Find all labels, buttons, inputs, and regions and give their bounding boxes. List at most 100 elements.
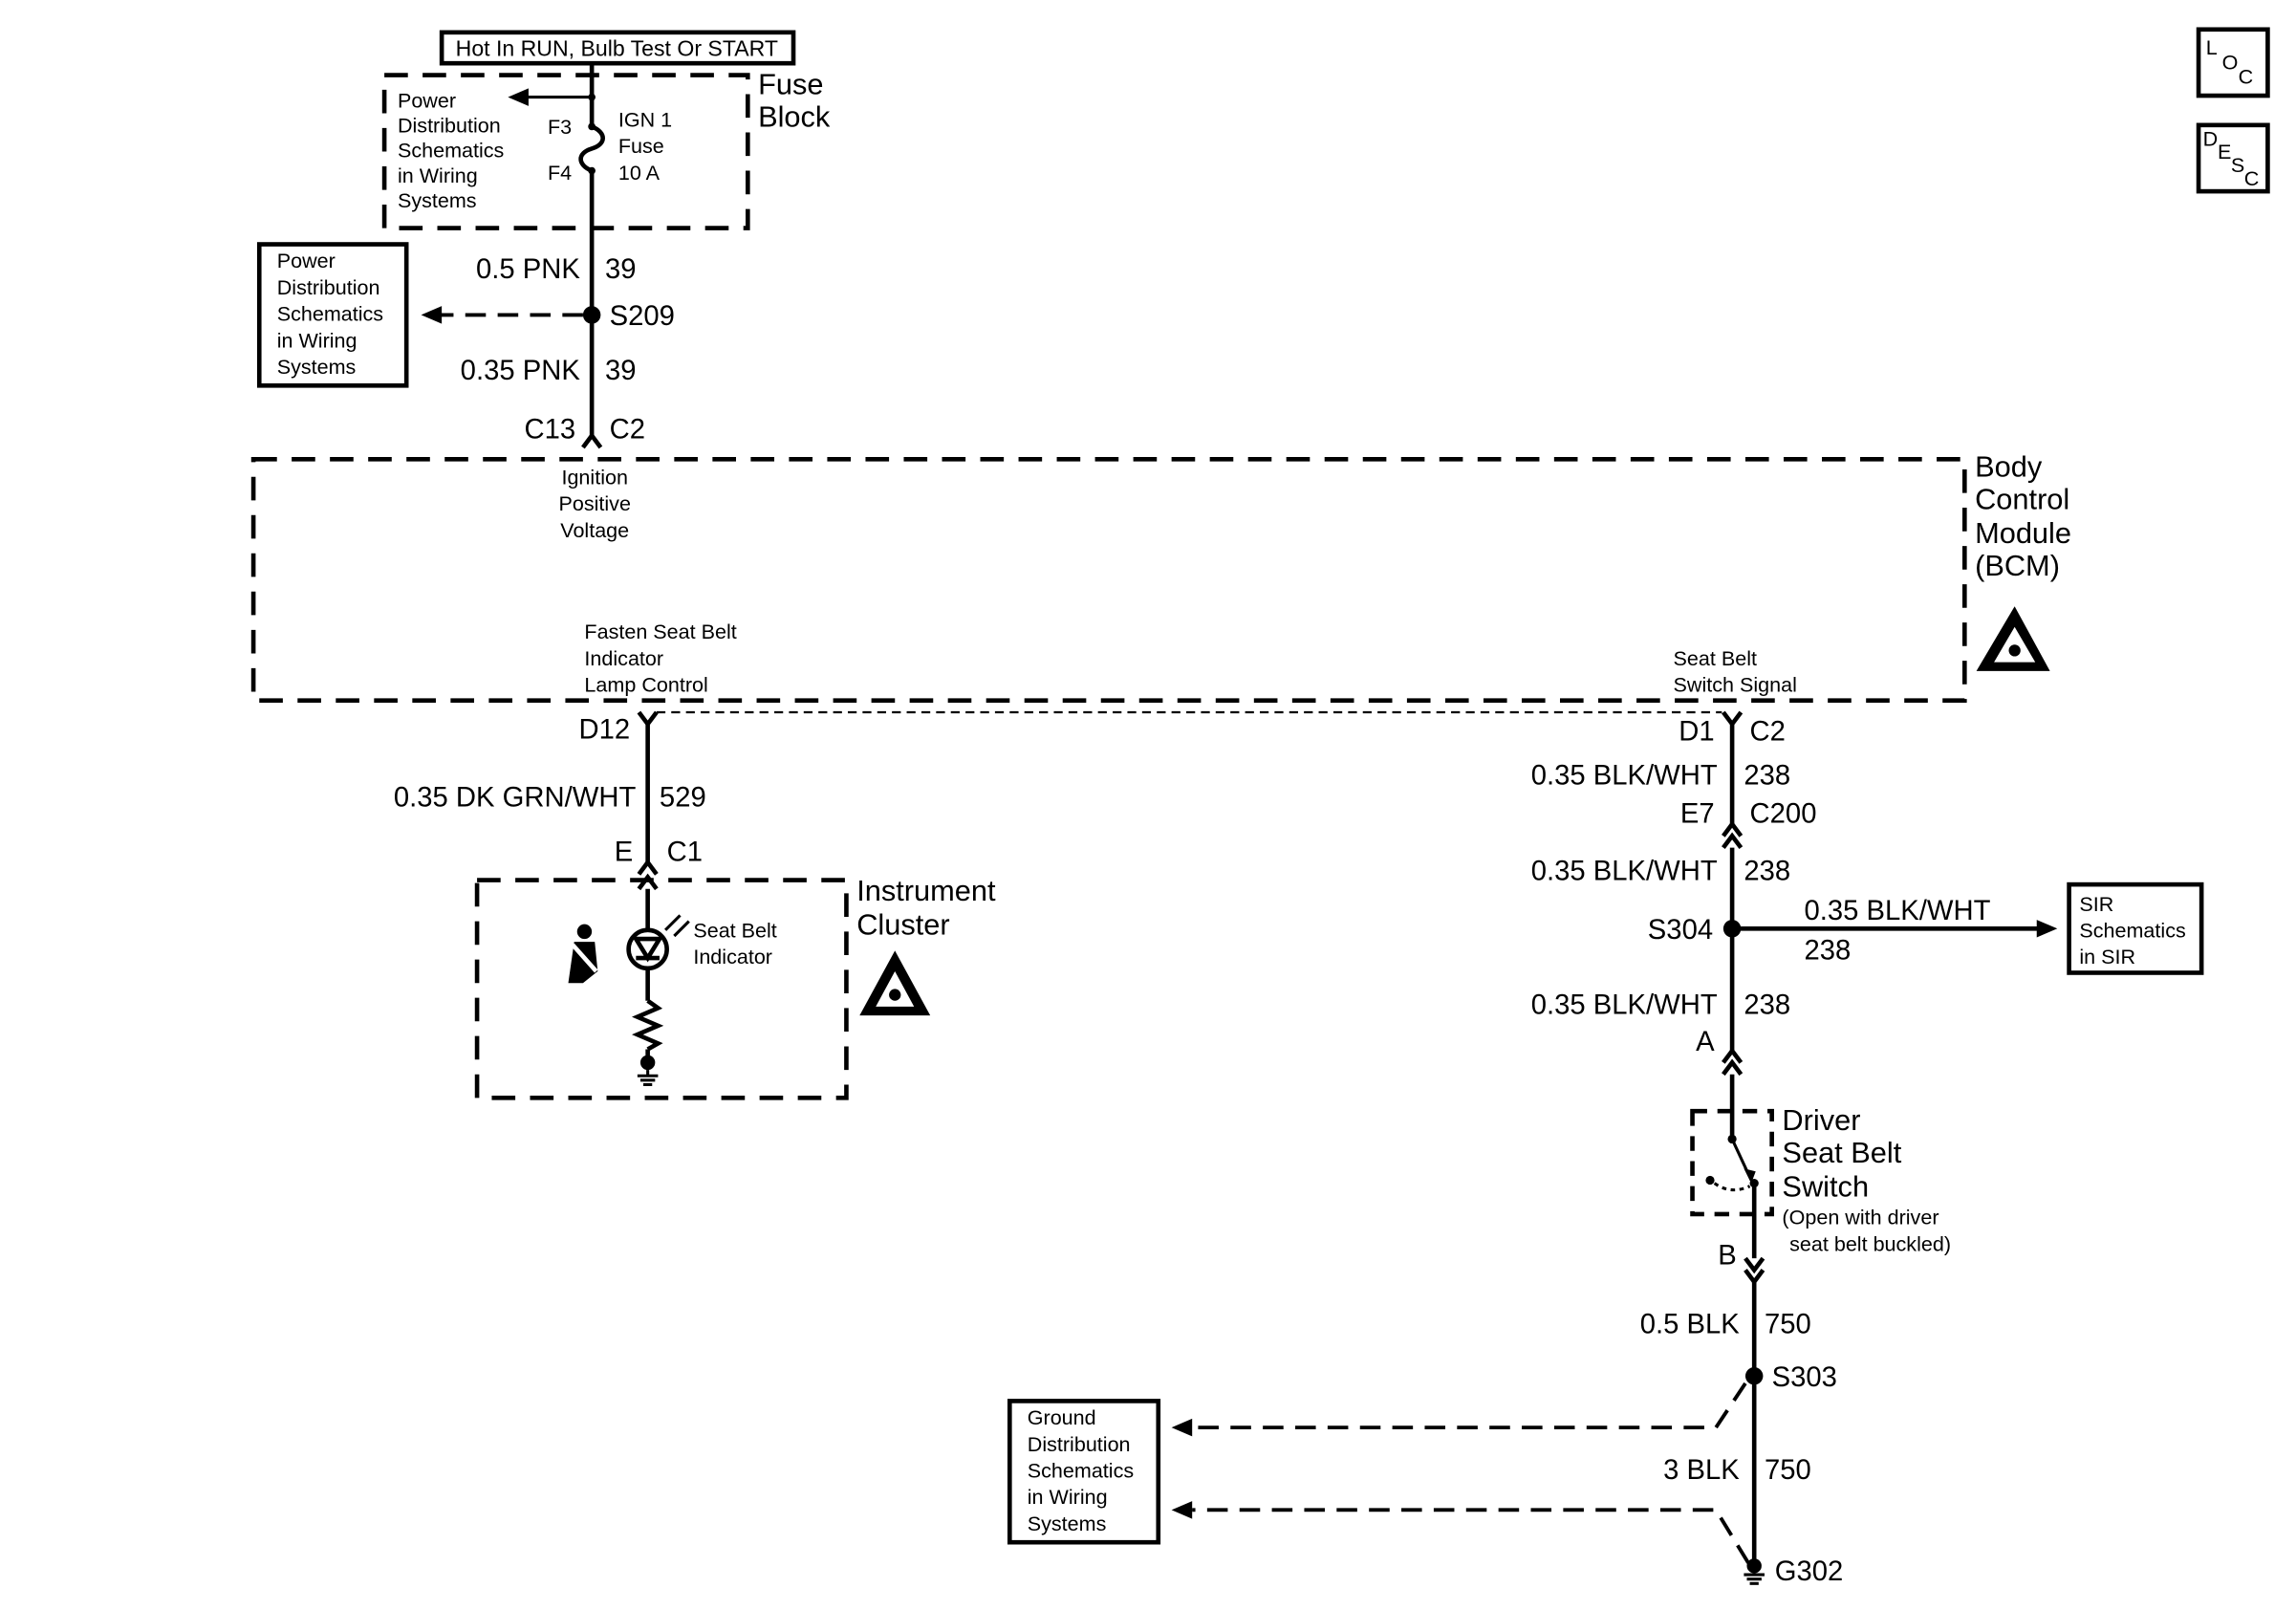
power-ref-line: in Wiring [277,328,357,352]
fuse-block-power-ref[interactable]: Power Distribution Schematics in Wiring … [398,88,504,212]
svg-text:Fasten Seat Belt: Fasten Seat Belt [584,620,736,643]
svg-text:Distribution: Distribution [398,114,501,138]
fuse-pin-f3: F3 [548,115,572,139]
desc-icon[interactable]: D E S C [2196,122,2270,194]
wire-39-b-size: 0.35 PNK [461,356,581,386]
wire-238-c-size: 0.35 BLK/WHT [1531,990,1718,1021]
bcm-outline [250,456,1967,704]
ground-ref-line: Schematics [1028,1458,1134,1482]
inline-pin-e7: E7 [1680,798,1715,829]
switch-note-2: seat belt buckled) [1789,1231,1951,1255]
connector-icon [637,859,659,876]
svg-text:Switch: Switch [1782,1169,1869,1203]
ground-ref-line: in Wiring [1028,1485,1108,1509]
bcm-title: Body Control Module (BCM) [1975,450,2071,582]
right-pin-d1: D1 [1679,716,1714,747]
wire-529-size: 0.35 DK GRN/WHT [394,783,637,814]
indicator-lamp-icon [626,927,669,971]
splice-s304-label: S304 [1648,915,1713,946]
ground-g302-label: G302 [1775,1556,1844,1587]
instrument-cluster-outline [474,878,849,1100]
bcm-ignition-label: Ignition Positive Voltage [558,465,630,541]
indicator-label-2: Indicator [693,945,772,968]
svg-text:Voltage: Voltage [560,518,629,542]
svg-text:L: L [2206,35,2218,59]
wire-529-circuit: 529 [660,783,706,814]
switch-title: Driver Seat Belt Switch [1782,1103,1901,1203]
ground-ref-box[interactable] [1007,1399,1161,1545]
power-ref-box[interactable] [256,242,409,388]
light-rays-icon [664,914,690,938]
svg-text:C: C [2239,65,2254,89]
indicator-label: Seat Belt [693,919,776,943]
svg-text:Switch Signal: Switch Signal [1674,672,1797,696]
power-ref-line: Systems [277,355,357,379]
svg-text:Ignition: Ignition [561,465,627,489]
connector-icon [581,431,603,449]
fuse-block-outline [381,73,750,230]
svg-text:C: C [2244,166,2260,190]
ground-ref-line: Ground [1028,1405,1096,1429]
inline-conn-c200: C200 [1750,798,1817,829]
wire-238-c-circuit: 238 [1744,990,1790,1021]
switch-note: (Open with driver [1782,1206,1939,1229]
wire-750-b-size: 3 BLK [1663,1455,1740,1486]
ground-ref-line: Distribution [1028,1432,1131,1456]
loc-icon[interactable]: L O C [2196,27,2270,98]
connector-icon [1744,1256,1765,1274]
power-ref-line: Distribution [277,275,380,299]
power-ref-line: Schematics [277,302,383,326]
svg-text:Seat Belt: Seat Belt [1674,646,1757,670]
svg-text:Body: Body [1975,450,2043,484]
fuse-label-2: Fuse [618,134,664,158]
svg-text:E: E [2218,140,2231,163]
splice-s303 [1744,1367,1764,1385]
connector-icon [1744,1269,1765,1286]
wire-750-a-size: 0.5 BLK [1640,1310,1741,1340]
connector-icon [637,710,659,729]
sir-wire-size: 0.35 BLK/WHT [1805,896,1991,926]
sir-wire-circuit: 238 [1805,936,1852,967]
seatbelt-person-icon [568,924,598,984]
connector-icon [637,873,659,891]
connector-icon [1722,1058,1744,1077]
left-pin-d12: D12 [579,715,631,746]
wire-238-b-size: 0.35 BLK/WHT [1531,857,1718,887]
connector-icon [1722,1047,1744,1064]
svg-text:in Wiring: in Wiring [398,163,478,187]
svg-text:Instrument: Instrument [856,874,996,907]
bcm-conn-c2: C2 [610,415,645,446]
switch-pin-a: A [1696,1027,1715,1057]
arrow-left-icon [508,88,529,106]
connector-icon [1722,820,1744,838]
ground-icon [1744,1573,1765,1585]
arrow-right-icon [2036,920,2058,938]
resistor-icon [631,998,664,1052]
right-conn-c2: C2 [1750,716,1786,747]
wire-750-a-circuit: 750 [1765,1310,1811,1340]
wire-750-b-circuit: 750 [1765,1455,1811,1486]
supply-label: Hot In RUN, Bulb Test Or START [456,35,778,60]
connector-icon [1722,832,1744,850]
fuse-label-3: 10 A [618,161,661,185]
esd-warning-icon [859,950,931,1016]
ic-pin-e: E [615,837,634,867]
sir-ref-line: SIR [2079,892,2113,916]
connector-icon [1722,710,1744,729]
power-ref-line: Power [277,249,336,272]
wire-238-a-size: 0.35 BLK/WHT [1531,760,1718,791]
fuse-icon [578,124,605,173]
sir-ref-line: Schematics [2079,919,2185,943]
wire-39-a-circuit: 39 [605,254,637,285]
instrument-cluster-title: Instrument Cluster [856,874,996,941]
splice-s209-label: S209 [610,301,675,332]
svg-text:Seat Belt: Seat Belt [1782,1136,1901,1169]
ground-icon [637,1070,659,1087]
switch-pin-b: B [1718,1240,1737,1271]
svg-text:Systems: Systems [398,188,477,212]
svg-text:O: O [2222,50,2239,74]
fuse-block-title-2: Block [758,99,831,133]
svg-text:Driver: Driver [1782,1103,1860,1137]
sir-ref-box[interactable] [2067,881,2204,975]
svg-text:Control: Control [1975,483,2069,516]
